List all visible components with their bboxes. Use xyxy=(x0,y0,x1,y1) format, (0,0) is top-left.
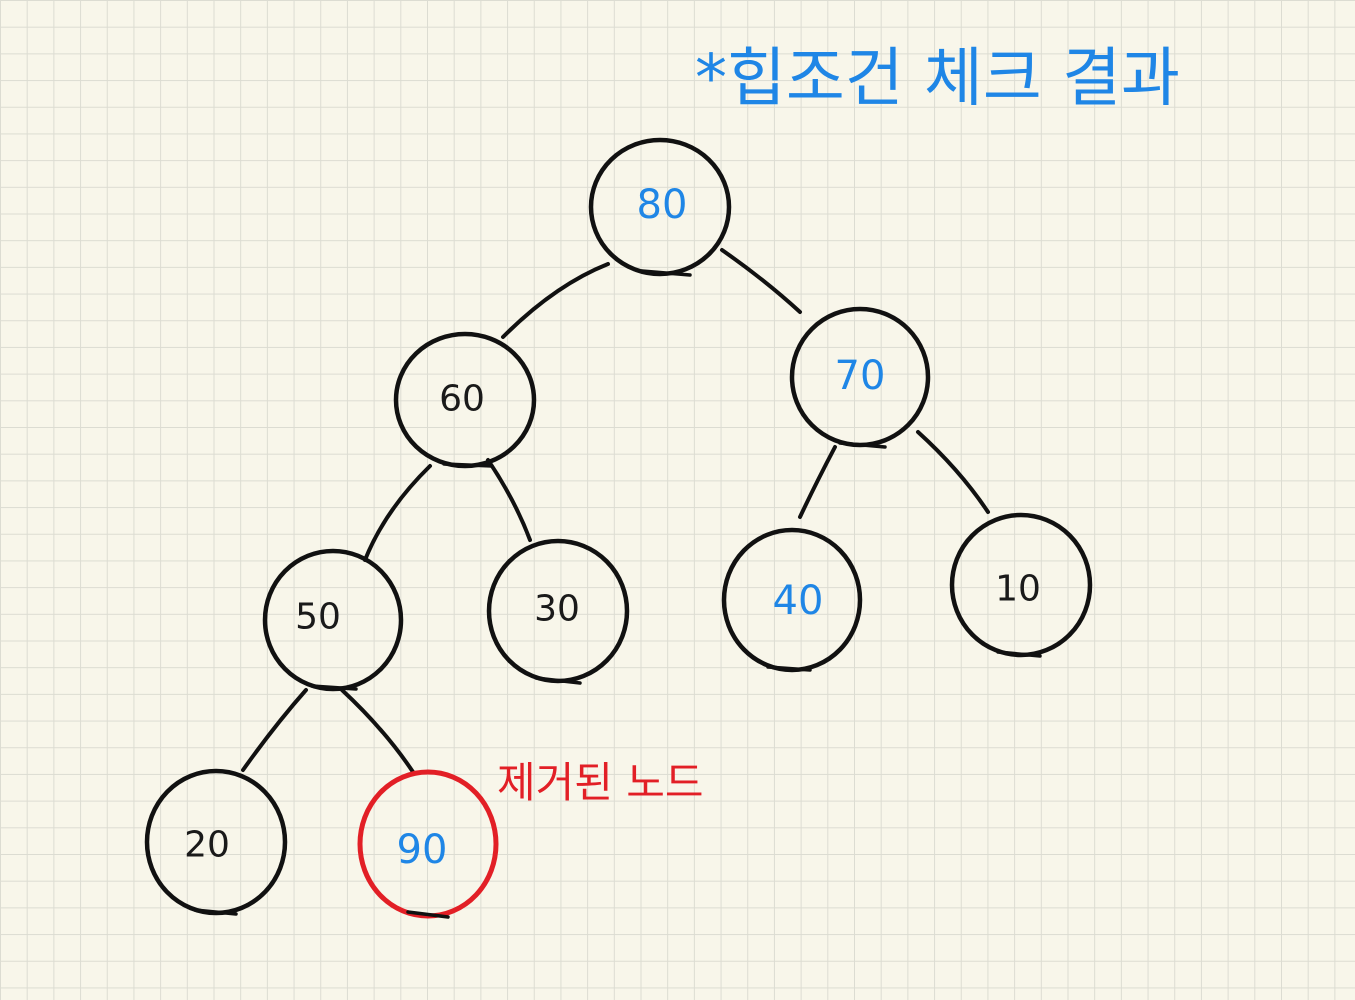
node-stroke-tail xyxy=(996,650,1042,658)
tree-node-left-left: 50 xyxy=(262,548,404,692)
node-stroke-tail xyxy=(310,684,358,691)
node-value: 40 xyxy=(773,578,824,624)
tree-node-right-right: 10 xyxy=(949,512,1093,658)
node-value: 90 xyxy=(397,827,448,873)
tree-node-right: 70 xyxy=(789,306,931,449)
node-stroke-tail xyxy=(766,665,812,672)
node-value: 80 xyxy=(637,182,688,228)
node-value: 50 xyxy=(295,597,341,638)
edge-80-70 xyxy=(720,248,802,314)
removed-node-annotation: 제거된 노드 xyxy=(497,758,704,807)
node-value: 30 xyxy=(534,589,580,630)
tree-edges xyxy=(241,248,990,774)
node-value: 10 xyxy=(995,569,1041,610)
tree-node-left-left-left: 20 xyxy=(144,768,288,916)
edge-60-30 xyxy=(486,458,532,542)
node-value: 60 xyxy=(439,379,485,420)
edge-50-90 xyxy=(340,688,415,774)
tree-node-left: 60 xyxy=(393,331,537,469)
tree-node-right-left: 40 xyxy=(721,527,863,673)
edge-70-40 xyxy=(798,445,837,519)
node-stroke-tail xyxy=(534,676,582,685)
tree-node-left-right: 30 xyxy=(486,538,630,685)
edge-80-60 xyxy=(501,262,610,339)
diagram-title: *힙조건 체크 결과 xyxy=(695,42,1180,116)
tree-node-root: 80 xyxy=(588,137,732,277)
node-value: 70 xyxy=(835,353,886,399)
node-stroke-tail xyxy=(838,441,887,449)
tree-node-removed: 90 xyxy=(357,769,499,919)
node-stroke-tail xyxy=(442,462,494,468)
node-value: 20 xyxy=(184,825,230,866)
node-stroke-tail xyxy=(640,269,692,277)
node-stroke-tail xyxy=(406,910,450,919)
node-stroke-tail xyxy=(193,908,238,916)
edge-50-20 xyxy=(241,688,308,772)
edge-60-50 xyxy=(363,464,432,562)
edge-70-10 xyxy=(916,430,990,514)
